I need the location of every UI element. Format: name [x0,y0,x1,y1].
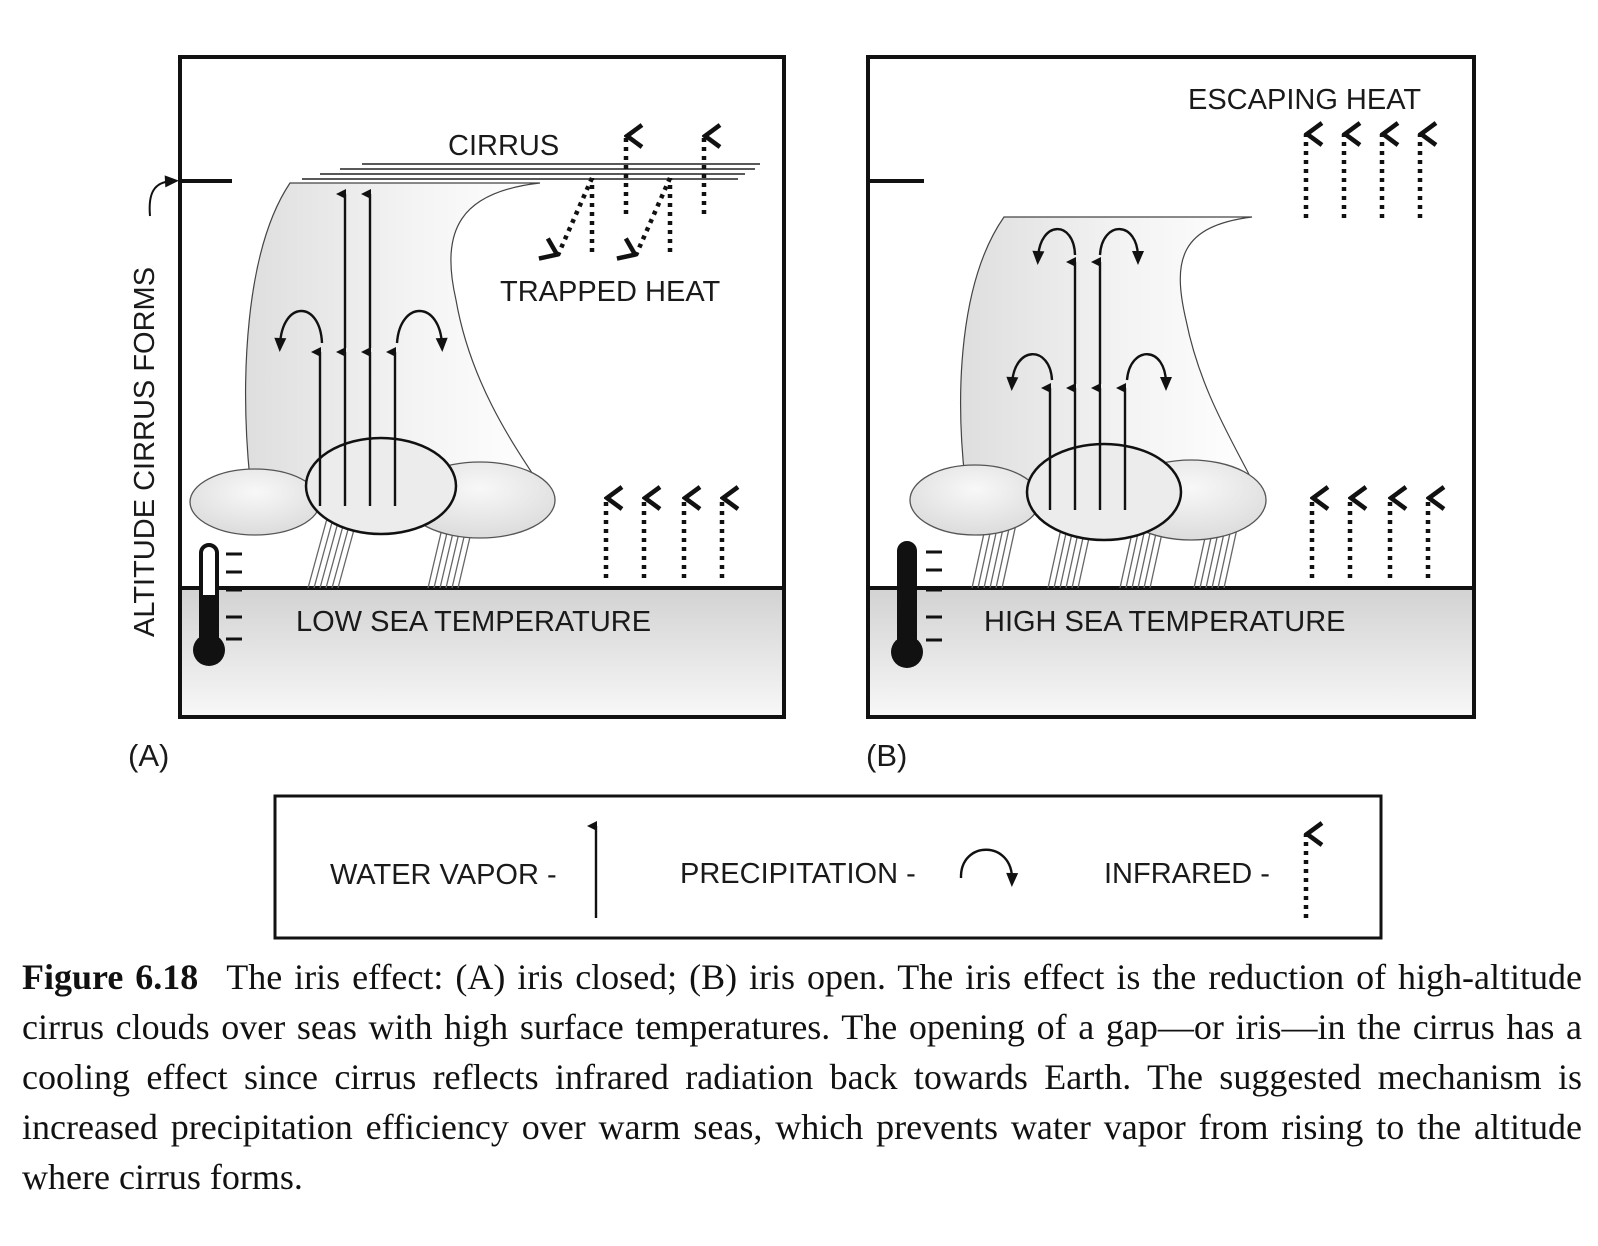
panel-b-sea-label: HIGH SEA TEMPERATURE [984,606,1346,638]
legend-infrared-label: INFRARED - [1104,858,1270,890]
panel-a-trapped-heat-label: TRAPPED HEAT [500,276,721,308]
panel-b-escaping-heat-label: ESCAPING HEAT [1188,84,1421,116]
panel-a-water-vapor-arrows [311,189,397,506]
panel-b-thermometer-icon [891,541,942,668]
iris-effect-diagram: CIRRUS TRAPPED HEAT LOW SEA TEMPERATURE … [128,55,1476,940]
panel-a: CIRRUS TRAPPED HEAT LOW SEA TEMPERATURE … [128,55,786,773]
legend-precipitation-curl-icon [959,848,1019,887]
panel-a-letter: (A) [128,738,169,773]
altitude-axis-label: ALTITUDE CIRRUS FORMS [129,267,161,637]
panel-b-water-vapor-arrows [1041,257,1127,510]
panel-b-surface-infrared-arrows [1309,498,1428,578]
panel-a-cloud-center [304,436,458,536]
panel-a-cirrus-layer [302,163,760,180]
panel-a-precipitation-curls [274,309,448,352]
panel-a-cirrus-label: CIRRUS [448,130,559,162]
figure-caption-label: Figure 6.18 [22,957,199,997]
panel-b-cloud-left [909,464,1041,536]
panel-b-precipitation-curls [1006,228,1172,391]
panel-a-thermometer-icon [193,543,242,666]
panel-a-surface-infrared-arrows [603,498,722,578]
figure-caption-text: The iris effect: (A) iris closed; (B) ir… [22,957,1582,1197]
panel-b: ESCAPING HEAT HIGH SEA TEMPERATURE (B) [866,55,1476,773]
legend-water-vapor-label: WATER VAPOR - [330,859,557,891]
legend: WATER VAPOR - PRECIPITATION - INFRARED - [273,794,1383,940]
panel-a-cloud-left [189,468,321,536]
altitude-label-group: ALTITUDE CIRRUS FORMS [129,175,179,637]
altitude-pointer-arrow [148,175,179,217]
panel-b-sea [870,588,1472,715]
legend-precipitation-label: PRECIPITATION - [680,858,916,890]
panel-a-sea-label: LOW SEA TEMPERATURE [296,606,651,638]
panel-b-cloud-plume [960,216,1257,489]
panel-a-trapped-heat-arrows [558,177,673,255]
panel-a-sea [182,588,782,715]
panel-b-cloud-center [1025,442,1183,542]
panel-a-infrared-up-arrows [623,136,704,214]
legend-frame [273,794,1383,940]
panel-b-letter: (B) [866,738,907,773]
